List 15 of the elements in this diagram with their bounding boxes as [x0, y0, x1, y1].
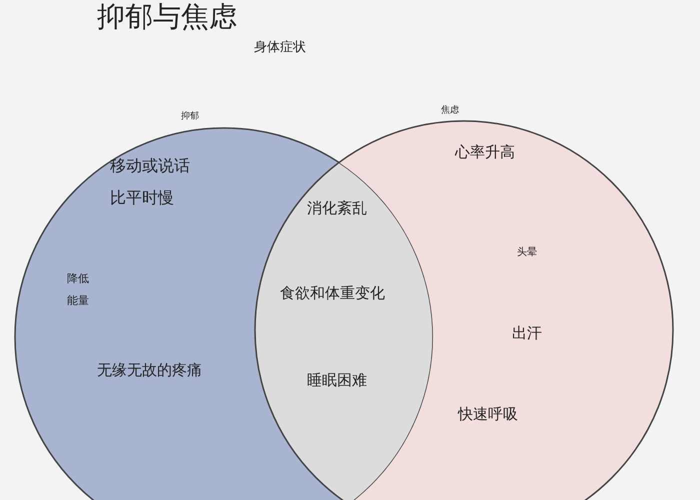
symptom-text: 移动或说话比平时慢 [110, 155, 190, 209]
symptom-text: 快速呼吸 [458, 405, 518, 424]
symptom-text: 降低能量 [67, 271, 90, 309]
symptom-text: 食欲和体重变化 [280, 284, 385, 303]
title: 抑郁与焦虑 [97, 0, 237, 35]
symptom-text: 出汗 [512, 324, 542, 343]
symptom-text: 心率升高 [455, 143, 515, 162]
symptom-text: 睡眠困难 [307, 371, 367, 390]
symptom-text: 头晕 [517, 246, 537, 259]
symptom-text: 消化紊乱 [307, 199, 367, 218]
symptom-text: 无缘无故的疼痛 [97, 361, 202, 380]
venn-circle [254, 120, 674, 500]
set-label: 抑郁 [181, 110, 199, 122]
set-label: 焦虑 [441, 104, 459, 116]
subtitle: 身体症状 [254, 39, 306, 56]
